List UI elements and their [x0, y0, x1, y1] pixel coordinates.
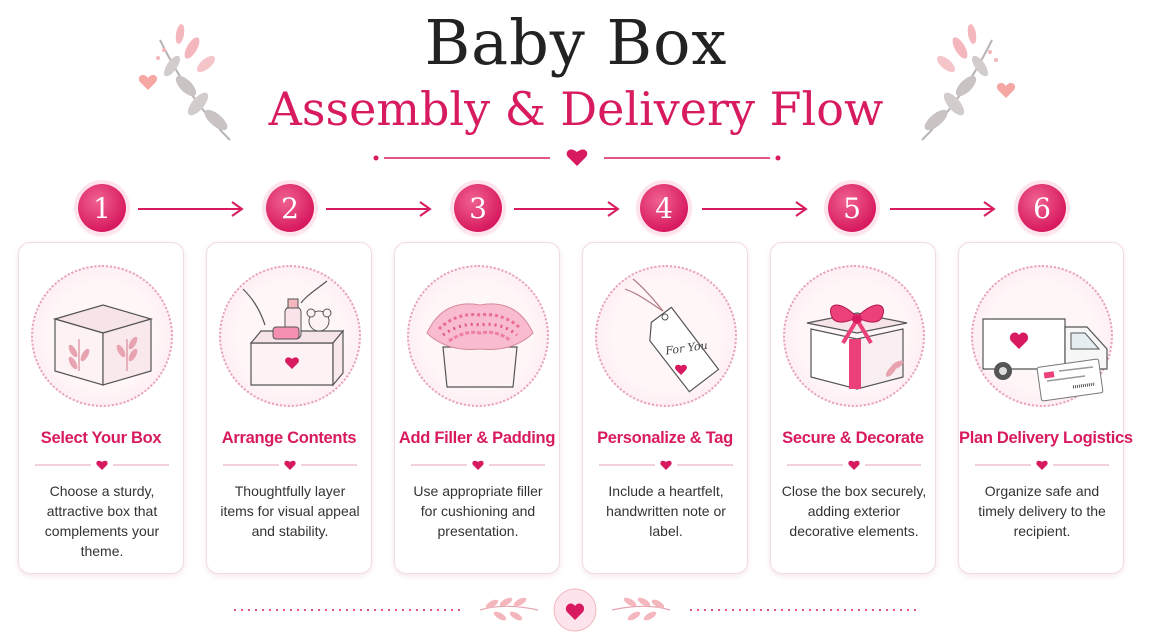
illustration-frame	[31, 265, 173, 407]
step-card-secure-decorate: Secure & Decorate Close the box securely…	[770, 242, 936, 574]
step-description: Choose a sturdy, attractive box that com…	[44, 483, 160, 559]
step-number-badge: 2	[266, 184, 314, 232]
heart-divider-icon	[787, 460, 921, 470]
ribbon-gift-icon	[806, 304, 908, 390]
floral-branch-left-icon	[138, 24, 231, 141]
step-description: Organize safe and timely delivery to the…	[978, 483, 1106, 539]
flow-arrow-icon	[890, 201, 996, 217]
step-number-badge: 3	[454, 184, 502, 232]
step-title: Plan Delivery Logistics	[959, 429, 1133, 447]
hands-arranging-icon	[242, 280, 345, 387]
step-number-badge: 4	[640, 184, 688, 232]
step-card-plan-delivery: Plan Delivery Logistics Organize safe an…	[958, 242, 1133, 574]
steps-flow-row: 1 2 3 4 5 6	[0, 184, 1152, 234]
illustration-frame	[219, 265, 361, 407]
illustration-frame: For You	[595, 265, 737, 407]
flow-arrow-icon	[138, 201, 244, 217]
title-divider-heart-icon	[373, 149, 781, 166]
illustration-frame	[407, 265, 549, 407]
illustration-frame	[783, 265, 925, 407]
step-title: Arrange Contents	[221, 429, 357, 447]
step-title: Personalize & Tag	[597, 429, 733, 447]
step-card-arrange-contents: Arrange Contents Thoughtfully layer item…	[206, 242, 372, 574]
step-description: Thoughtfully layer items for visual appe…	[220, 483, 360, 539]
step-description: Use appropriate filler for cushioning an…	[413, 483, 543, 539]
step-description: Include a heartfelt, handwritten note or…	[606, 483, 726, 539]
gift-tag-icon: For You	[624, 278, 720, 393]
flow-arrow-icon	[326, 201, 432, 217]
step-description: Close the box securely, adding exterior …	[781, 483, 927, 539]
floral-branch-right-icon	[921, 24, 1016, 141]
step-title: Add Filler & Padding	[398, 429, 556, 447]
filler-box-icon	[426, 303, 534, 388]
illustration-frame	[971, 265, 1113, 407]
heart-divider-icon	[411, 460, 545, 470]
flow-arrow-icon	[702, 201, 808, 217]
step-card-add-filler: Add Filler & Padding Use appropriate fil…	[394, 242, 560, 574]
step-number-badge: 1	[78, 184, 126, 232]
step-number-badge: 6	[1018, 184, 1066, 232]
page-subtitle: Assembly & Delivery Flow	[268, 82, 884, 136]
heart-divider-icon	[35, 460, 169, 470]
step-card-select-box: Select Your Box Choose a sturdy, attract…	[18, 242, 184, 574]
page-title: Baby Box	[424, 6, 728, 79]
step-title: Secure & Decorate	[782, 429, 924, 447]
step-title: Select Your Box	[40, 429, 162, 447]
step-card-personalize: For You Personalize & Tag Include a hear…	[582, 242, 748, 574]
heart-divider-icon	[975, 460, 1109, 470]
open-box-icon	[52, 304, 154, 386]
heart-divider-icon	[223, 460, 357, 470]
step-number-badge: 5	[828, 184, 876, 232]
delivery-van-icon	[982, 318, 1108, 402]
flow-arrow-icon	[514, 201, 620, 217]
footer-heart-ornament-icon	[234, 588, 916, 632]
heart-divider-icon	[599, 460, 733, 470]
tag-text: For You	[664, 339, 709, 358]
